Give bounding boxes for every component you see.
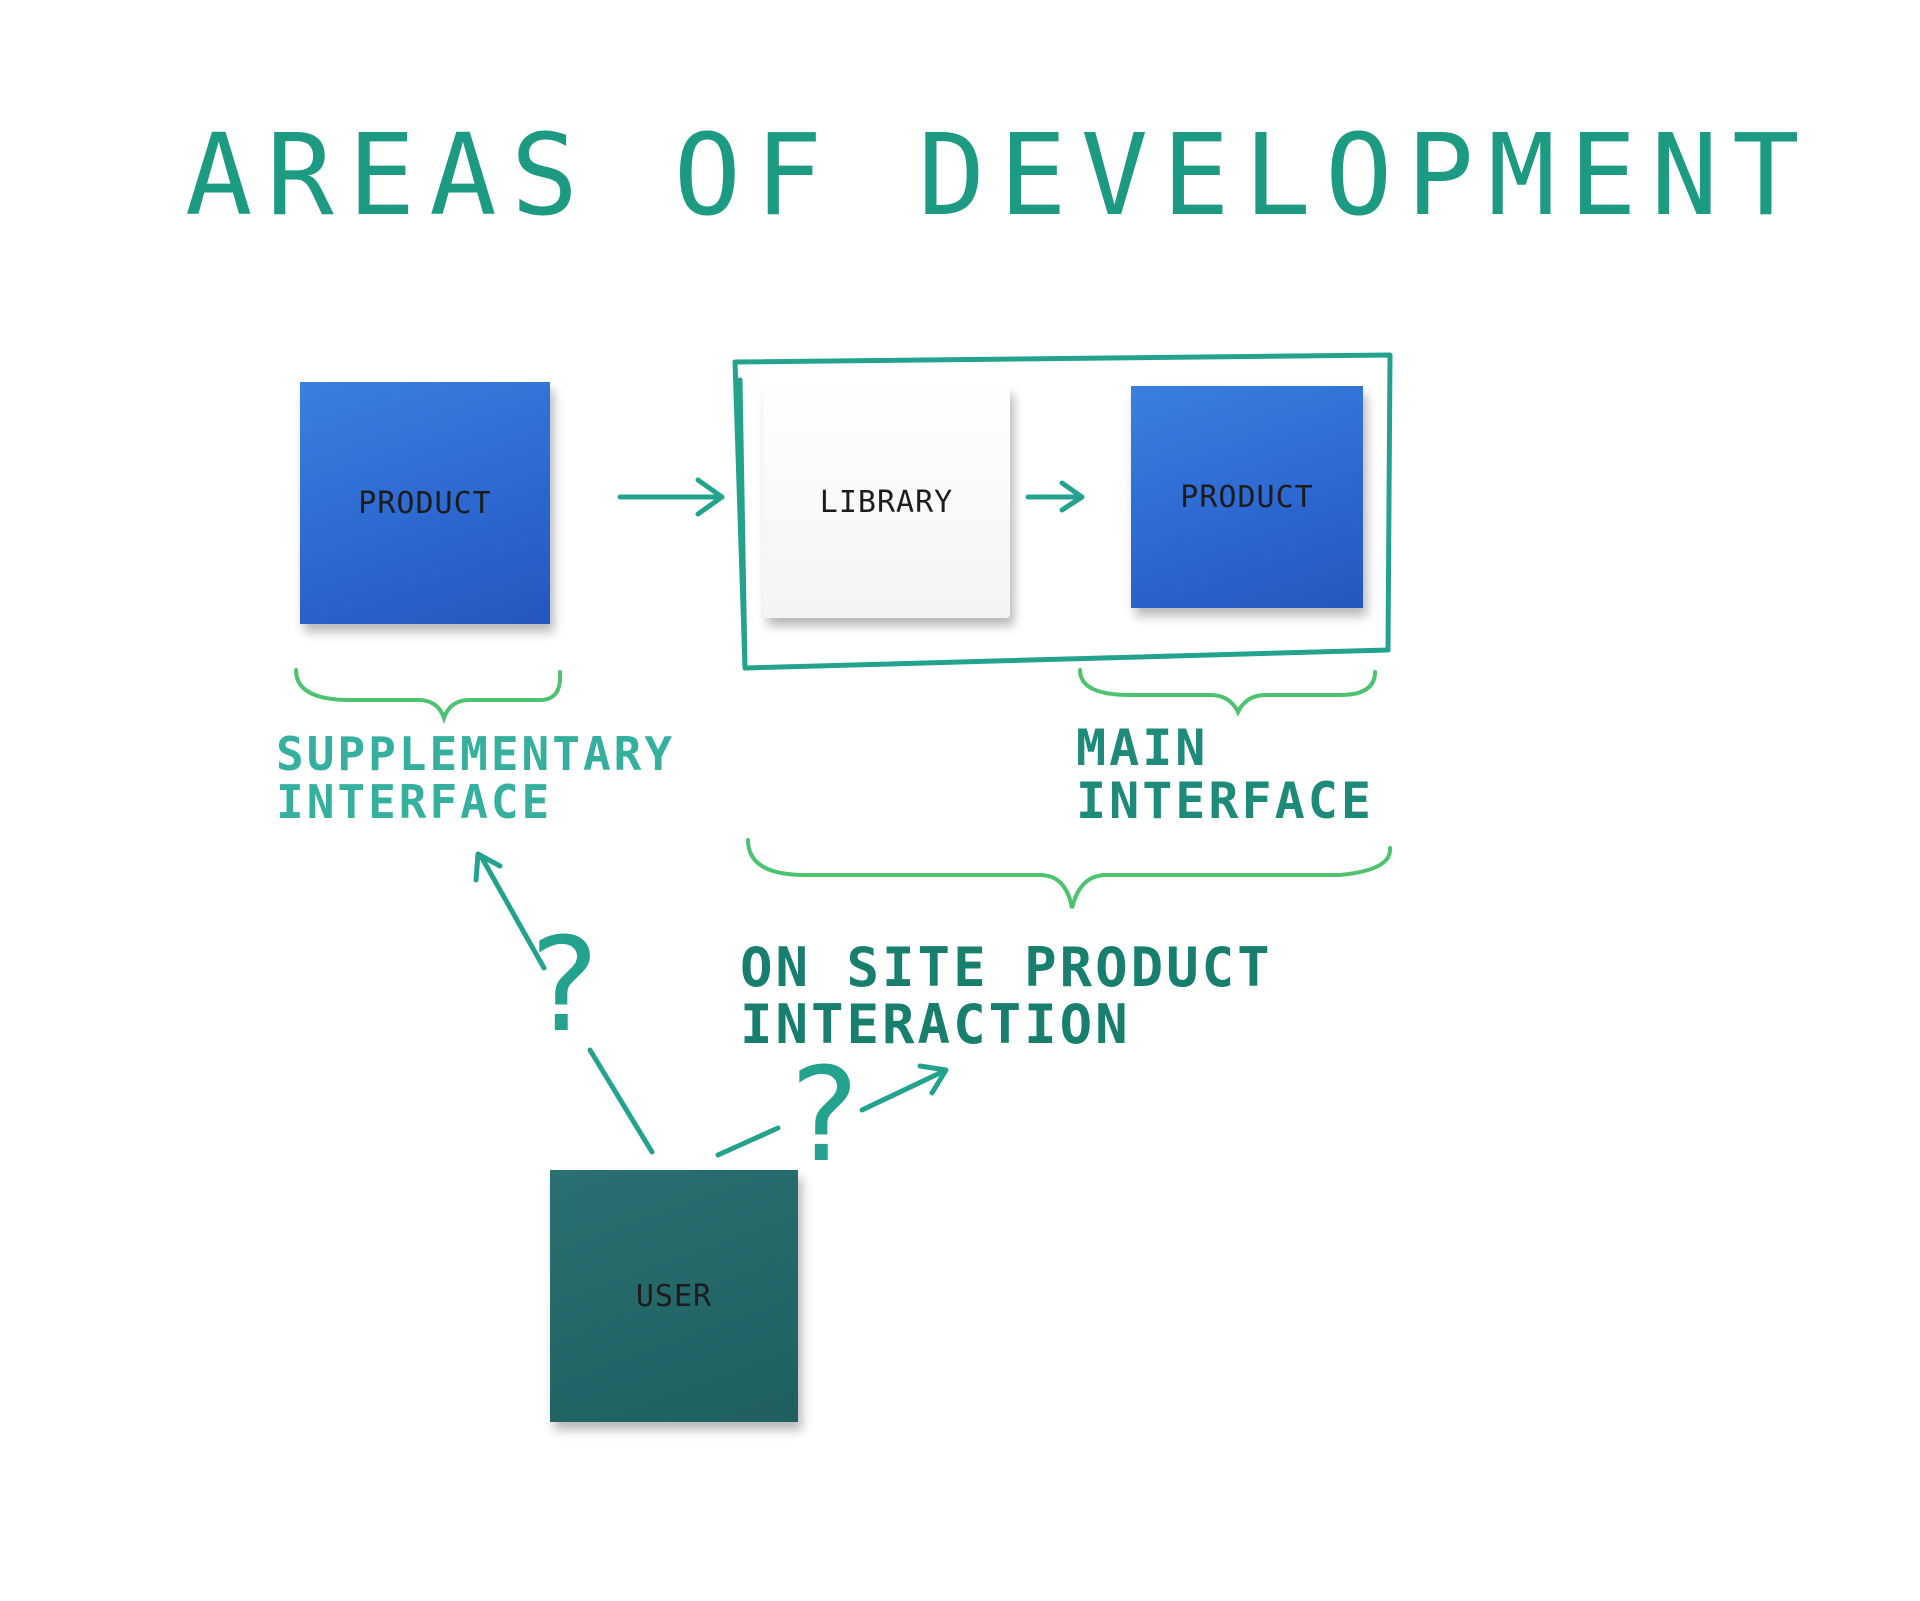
arrow-user-to-onsite [715, 1063, 949, 1158]
arrow-user-to-supplementary [473, 851, 655, 1155]
on-site-product-interaction-label: ON SITE PRODUCT INTERACTION [740, 936, 1273, 1056]
main-interface-label: MAIN INTERFACE [1076, 719, 1374, 830]
supplementary-interface-label: SUPPLEMENTARY INTERFACE [276, 727, 676, 830]
note-label: LIBRARY [819, 484, 954, 520]
brace-on-site [746, 838, 1393, 909]
note-label: PRODUCT [358, 485, 492, 521]
sticky-note-library: LIBRARY [763, 386, 1010, 618]
sticky-note-product-supplementary: PRODUCT [300, 382, 550, 624]
brace-main [1078, 668, 1377, 717]
brace-supplementary [294, 668, 563, 725]
arrow-product-to-library [617, 477, 725, 517]
note-label: PRODUCT [1180, 479, 1314, 515]
question-mark-right: ? [790, 1039, 859, 1191]
note-label: USER [635, 1278, 713, 1314]
sticky-note-user: USER [550, 1170, 798, 1422]
main-interface-frame [732, 352, 1393, 671]
arrow-library-to-product [1025, 480, 1085, 513]
sticky-note-product-main: PRODUCT [1131, 386, 1363, 608]
question-mark-left: ? [530, 909, 599, 1061]
page-title: AREAS OF DEVELOPMENT [185, 111, 1814, 241]
